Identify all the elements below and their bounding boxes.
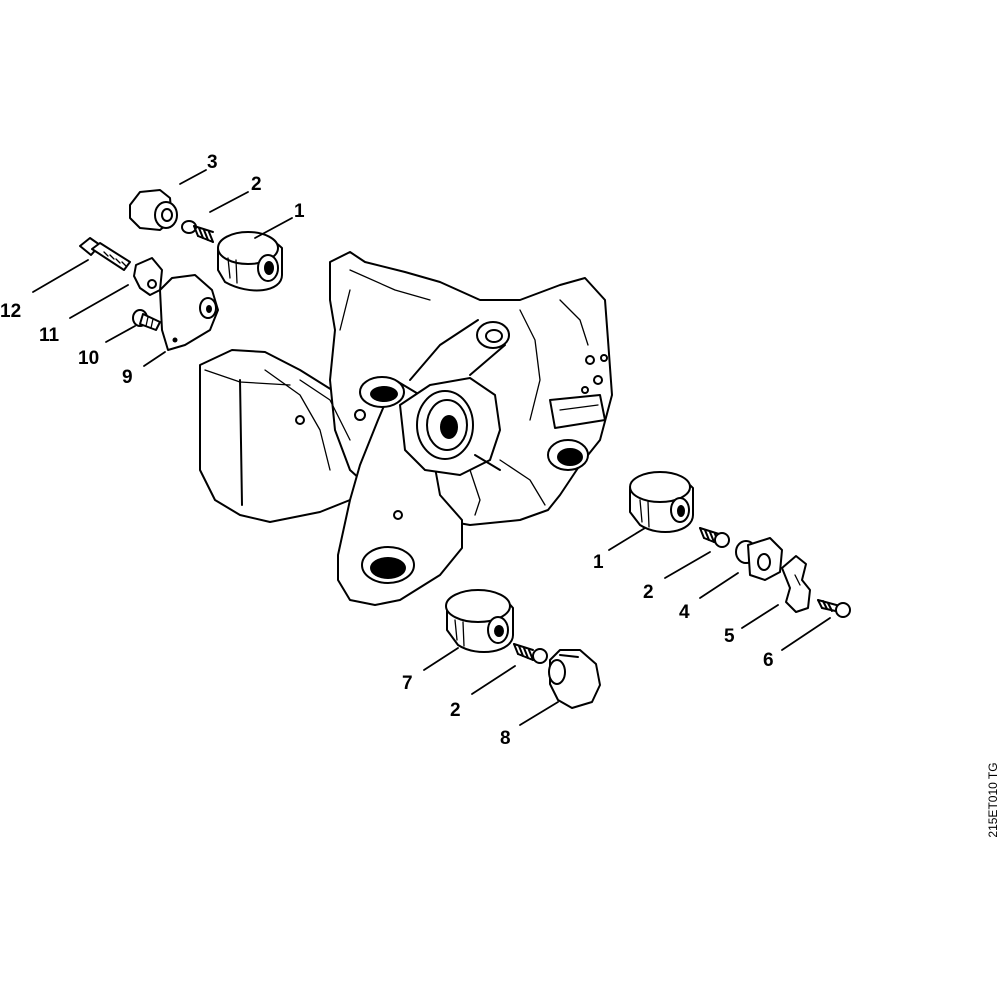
callout-6: 6 — [763, 650, 774, 671]
part-8-cap — [548, 649, 601, 709]
part-9-plate — [159, 274, 219, 351]
part-7-buffer — [445, 589, 514, 653]
callout-7: 7 — [402, 673, 413, 694]
part-12-screw — [79, 237, 131, 271]
callout-12: 12 — [0, 301, 22, 322]
part-4-sleeve — [735, 537, 783, 581]
callout-4: 4 — [679, 602, 690, 623]
callout-9: 9 — [122, 367, 133, 388]
callout-2-top: 2 — [251, 174, 262, 195]
leader-lines — [32, 169, 831, 726]
part-5-clip — [781, 555, 811, 613]
part-2-spring-right — [699, 527, 730, 548]
part-1-buffer-right — [629, 471, 694, 533]
callout-8: 8 — [500, 728, 511, 749]
part-11-bracket — [133, 257, 163, 296]
part-2-spring-bottom — [513, 643, 548, 664]
callout-2-right: 2 — [643, 582, 654, 603]
part-3-sleeve — [129, 189, 178, 231]
callout-11: 11 — [39, 325, 60, 346]
callout-1-top: 1 — [294, 201, 305, 222]
crankcase-housing — [199, 251, 613, 606]
callout-10: 10 — [78, 348, 100, 369]
callout-3-top: 3 — [207, 152, 218, 173]
callout-2-bottom: 2 — [450, 700, 461, 721]
part-1-buffer-top — [217, 231, 283, 292]
callout-5: 5 — [724, 626, 735, 647]
callout-1-right: 1 — [593, 552, 604, 573]
part-2-spring-top — [181, 220, 214, 243]
drawing-code: 215ET010 TG — [986, 762, 1000, 838]
part-6-screw — [817, 599, 851, 618]
part-10-screw — [132, 309, 161, 331]
